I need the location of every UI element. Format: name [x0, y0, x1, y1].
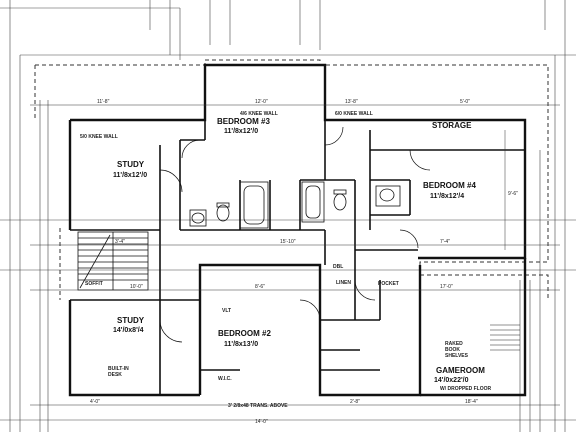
dim-4: 5'-0" [460, 99, 470, 105]
dim-2: 12'-0" [255, 99, 268, 105]
study-lower-name: STUDY [117, 316, 145, 325]
room-labels: BEDROOM #3 11'/8x12'/0 STORAGE STUDY 11'… [113, 117, 492, 392]
gameroom-size: 14'/0x22'/0 [434, 377, 469, 384]
dim-10: 4'-0" [90, 399, 100, 405]
study-upper-name: STUDY [117, 160, 145, 169]
dimension-lines [30, 104, 560, 406]
dim-3: 13'-8" [345, 99, 358, 105]
raked-note-3: SHELVES [445, 353, 469, 359]
trans-above-note: 3' 2/8x48 TRANS. ABOVE [228, 403, 288, 409]
stair [77, 231, 149, 291]
bedroom2-size: 11'/8x13'/0 [224, 341, 258, 348]
dim-8: 10'-0" [130, 284, 143, 290]
dbl-note: DBL [333, 264, 343, 270]
dim-13: 14'-0" [255, 419, 268, 425]
wall-6-note: 6/0 KNEE WALL [335, 111, 373, 117]
soffit-note: SOFFIT [85, 281, 103, 287]
builtin-desk-1: BUILT-IN [108, 366, 129, 372]
bedroom4-size: 11'/8x12'/4 [430, 193, 464, 200]
plan-notes: RAKED BOOK SHELVES 3' 2/8x48 TRANS. ABOV… [80, 111, 469, 409]
gameroom-name: GAMEROOM [436, 366, 485, 375]
dim-15: 9'-6" [508, 191, 518, 197]
study-upper-size: 11'/8x12'/0 [113, 172, 147, 179]
wall-5-note: 5/0 KNEE WALL [80, 134, 118, 140]
roof-outline [34, 59, 549, 300]
bath-fixtures [189, 181, 401, 229]
raked-note-2: BOOK [445, 347, 460, 353]
dim-14: 7'-4" [440, 239, 450, 245]
wall-4-note: 4/6 KNEE WALL [240, 111, 278, 117]
dim-5: 3'-4" [115, 239, 125, 245]
gameroom-note: W/ DROPPED FLOOR [440, 386, 492, 392]
bedroom3-size: 11'/8x12'/0 [224, 128, 258, 135]
raked-note-1: RAKED [445, 341, 463, 347]
dimension-labels: 11'-8" 12'-0" 13'-8" 5'-0" 3'-4" 15'-10"… [90, 99, 518, 425]
storage-name: STORAGE [432, 121, 472, 130]
dim-11: 2'-8" [350, 399, 360, 405]
book-shelves [490, 324, 520, 351]
pocket-note: POCKET [378, 281, 399, 287]
wic-note: W.I.C. [218, 376, 232, 382]
study-lower-size: 14'/0x8'/4 [113, 327, 144, 334]
dim-7: 17'-0" [440, 284, 453, 290]
dim-9: 8'-6" [255, 284, 265, 290]
door-swings [159, 126, 431, 343]
dim-6: 15'-10" [280, 239, 296, 245]
exterior-walls [68, 63, 527, 397]
interior-walls [70, 120, 525, 395]
linen-note: LINEN [336, 280, 351, 286]
bedroom4-name: BEDROOM #4 [423, 181, 476, 190]
bedroom3-name: BEDROOM #3 [217, 117, 270, 126]
builtin-desk-2: DESK [108, 372, 122, 378]
dim-12: 18'-4" [465, 399, 478, 405]
bedroom2-name: BEDROOM #2 [218, 329, 271, 338]
dim-1: 11'-8" [97, 99, 110, 105]
vlt-note: VLT [222, 308, 231, 314]
